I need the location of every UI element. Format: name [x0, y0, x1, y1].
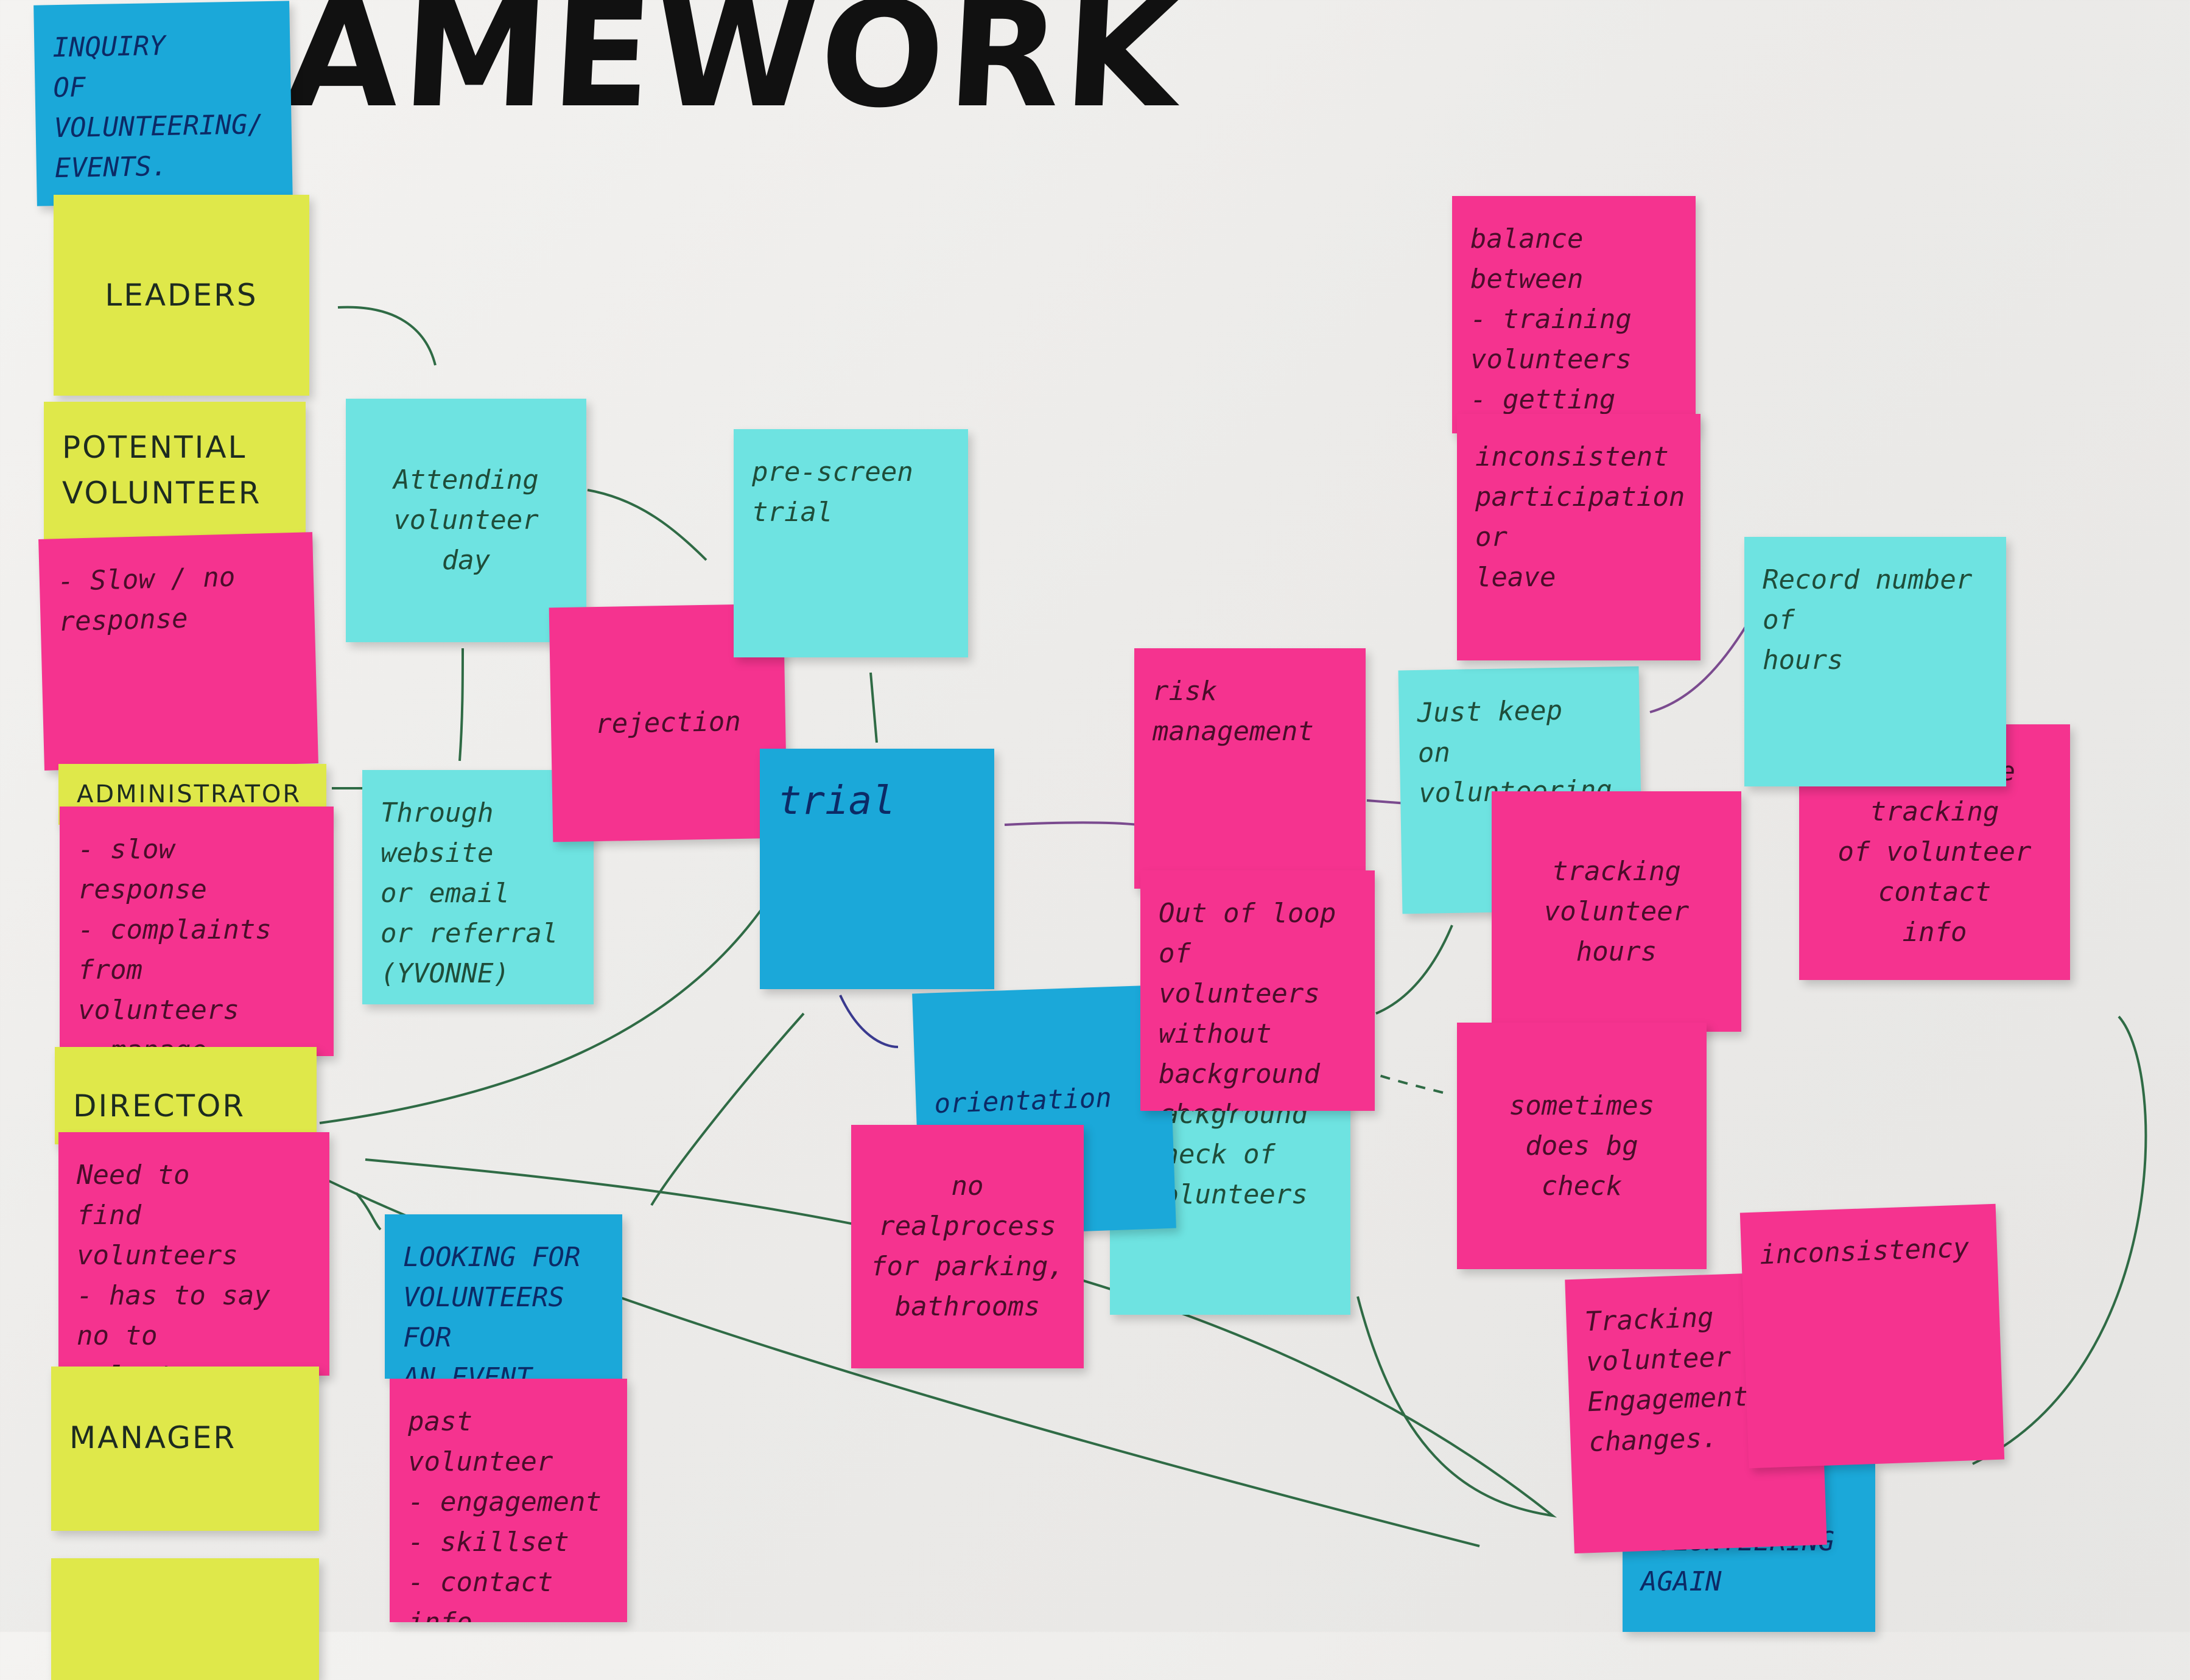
note-director: DIRECTOR: [55, 1047, 317, 1144]
note-balance: balance between - training volunteers - …: [1452, 196, 1696, 433]
note-record-number-of-hours: Record number of hours: [1744, 537, 2006, 786]
note-admin-issues: - slow response - complaints from volunt…: [60, 807, 334, 1056]
note-inconsistent-participation: inconsistent participation or leave: [1457, 414, 1700, 660]
arrow-trial-to-risk: [1004, 821, 1139, 826]
note-tracking-volunteer-hours: tracking volunteer hours: [1492, 791, 1741, 1032]
arrow-bg-dashed: [1375, 1073, 1444, 1094]
arrow-long-loop: [365, 1158, 1557, 1518]
note-operations-manager: MANAGER: [51, 1367, 319, 1531]
arrow-website-to-attending: [458, 648, 464, 761]
note-slow-no-response: - Slow / no response: [38, 532, 318, 771]
note-pre-screen: pre-screen trial: [734, 429, 968, 657]
arrow-right-return: [1972, 1015, 2147, 1465]
arrow-out-of-loop-to-keep: [1375, 925, 1453, 1015]
arrow-risk-to-keep: [1366, 799, 1407, 805]
arrow-prescreen-to-trial: [869, 672, 878, 743]
arrow-trial-return: [650, 1012, 805, 1206]
arrow-leaders-to-attending: [337, 306, 437, 366]
note-potential-volunteer: POTENTIAL VOLUNTEER: [44, 402, 306, 548]
whiteboard: AMEWORK INQUIRY OF VOLUNTEERING/ EVENTS.…: [33, 0, 2147, 1680]
note-trial: trial: [760, 749, 994, 989]
arrow-orientation-branch: [839, 995, 899, 1048]
note-bottom-yellow: [51, 1558, 319, 1680]
arrow-keep-to-record: [1649, 623, 1749, 713]
note-inconsistency: inconsistency: [1739, 1203, 2005, 1469]
note-past-volunteer: past volunteer - engagement - skillset -…: [390, 1379, 627, 1622]
note-leaders: LEADERS: [54, 195, 309, 396]
note-director-issues: Need to find volunteers - has to say no …: [58, 1132, 329, 1376]
note-inquiry: INQUIRY OF VOLUNTEERING/ EVENTS.: [33, 1, 293, 206]
note-no-real-process: no realprocess for parking, bathrooms: [851, 1125, 1084, 1368]
arrow-director-to-looking: [355, 1192, 382, 1231]
arrow-attending-to-prescreen: [587, 489, 707, 561]
arrow-director-to-trial: [319, 909, 762, 1124]
note-sometimes-bg-check: sometimes does bg check: [1457, 1023, 1707, 1269]
note-out-of-loop: Out of loop of volunteers without backgr…: [1140, 870, 1375, 1111]
note-looking-for-volunteers: LOOKING FOR VOLUNTEERS FOR AN EVENT.: [385, 1214, 622, 1379]
note-risk-management: risk management: [1134, 648, 1366, 889]
note-attending-volunteer-day: Attending volunteer day: [346, 399, 586, 642]
